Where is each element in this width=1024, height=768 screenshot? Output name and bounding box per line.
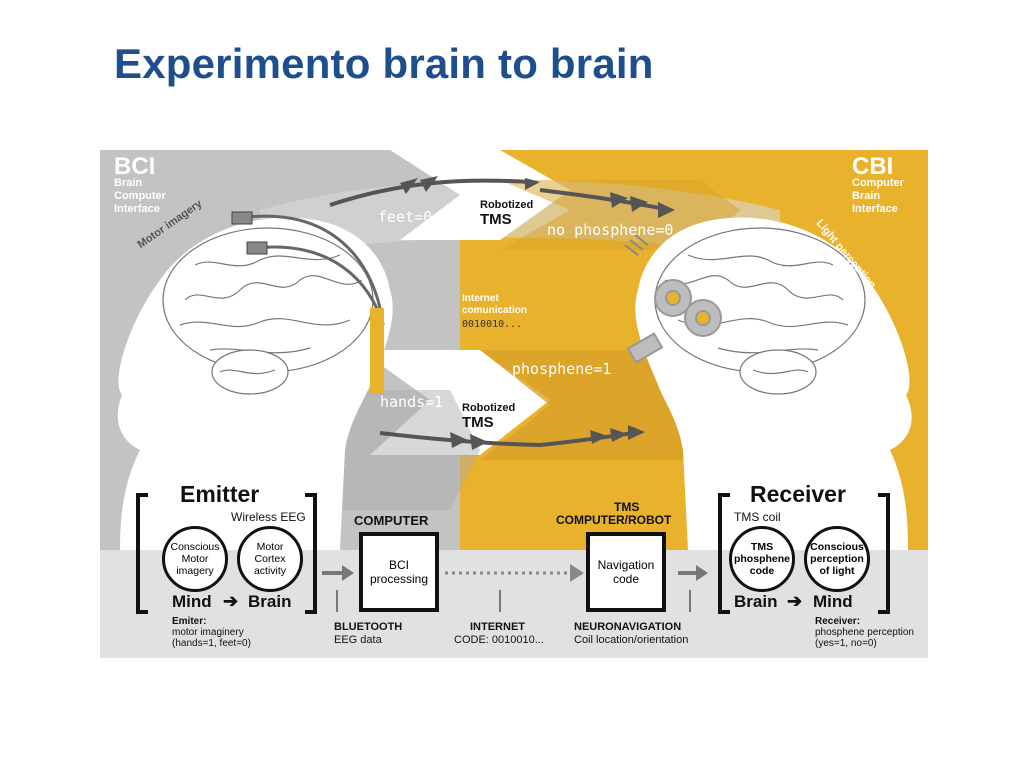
bci-processing-box: BCI processing — [359, 532, 439, 612]
internet-code: 0010010... — [462, 319, 523, 330]
receiver-bracket-right — [878, 493, 890, 614]
internet-label-2: comunication — [462, 305, 528, 316]
emitter-heading: Emitter — [180, 481, 260, 507]
emitter-bracket-right — [305, 493, 317, 614]
motor-cortex-activity-circle: Motor Cortex activity — [237, 526, 303, 592]
brain-to-brain-diagram: BCI Brain Computer Interface Motor image… — [100, 150, 928, 658]
light-rays — [624, 234, 649, 256]
receiver-caption-1: Receiver: — [815, 616, 861, 627]
tms-heading-2: COMPUTER/ROBOT — [556, 513, 672, 527]
receiver-arrow: ➔ — [787, 591, 803, 611]
internet-code-label: CODE: 0010010... — [454, 634, 544, 646]
robotized-bottom: Robotized — [462, 402, 516, 414]
upper-arrow-line-2 — [539, 188, 671, 212]
receiver-bracket-left — [718, 493, 730, 614]
cbi-line3: Interface — [852, 203, 898, 215]
conscious-perception-circle: Conscious perception of light — [804, 526, 870, 592]
emitter-mind: Mind — [172, 592, 212, 611]
bluetooth-label: BLUETOOTH — [334, 621, 403, 633]
receiver-heading: Receiver — [750, 481, 846, 507]
eeg-sensor-1 — [231, 211, 253, 225]
receiver-caption-2: phosphene perception — [815, 627, 914, 638]
wireless-eeg-label: Wireless EEG — [231, 510, 306, 524]
receiver-brain: Brain — [734, 592, 778, 611]
hands-label: hands=1 — [380, 393, 444, 411]
top-ribbon — [390, 150, 570, 240]
cbi-abbr: CBI — [852, 153, 894, 180]
robotized-top: Robotized — [480, 199, 534, 211]
emitter-caption-2: motor imaginery — [172, 627, 244, 638]
tms-bottom: TMS — [462, 414, 494, 431]
emitter-caption-1: Emiter: — [172, 616, 207, 627]
tms-coil-label: TMS coil — [734, 510, 781, 524]
slide-title: Experimento brain to brain — [114, 40, 654, 87]
receiver-mind: Mind — [813, 592, 853, 611]
internet-label-1: Internet — [462, 293, 499, 304]
eeg-data-label: EEG data — [334, 634, 382, 646]
no-phosphene-label: no phosphene=0 — [547, 221, 674, 239]
bci-line3: Interface — [114, 203, 160, 215]
emitter-caption-3: (hands=1, feet=0) — [172, 638, 251, 649]
bci-line1: Brain — [114, 177, 143, 189]
computer-heading: COMPUTER — [354, 513, 429, 528]
bci-abbr: BCI — [114, 153, 156, 180]
receiver-caption-3: (yes=1, no=0) — [815, 638, 877, 649]
navigation-code-box: Navigation code — [586, 532, 666, 612]
eeg-sensor-2 — [246, 241, 268, 255]
bottom-ribbon — [360, 350, 550, 455]
phosphene-label: phosphene=1 — [512, 360, 612, 378]
conscious-motor-imagery-circle: Conscious Motor imagery — [162, 526, 228, 592]
emitter-arrow: ➔ — [223, 591, 239, 611]
cbi-line1: Computer — [852, 177, 904, 189]
tms-top: TMS — [480, 211, 512, 228]
coil-location-label: Coil location/orientation — [574, 634, 689, 646]
feet-label: feet=0 — [378, 208, 433, 226]
tms-heading-1: TMS — [614, 500, 640, 514]
internet-bottom-label: INTERNET — [470, 621, 525, 633]
cbi-line2: Brain — [852, 190, 881, 202]
diagram-artwork — [100, 150, 928, 658]
wireless-module — [370, 308, 384, 394]
emitter-brain: Brain — [248, 592, 292, 611]
neuronavigation-label: NEURONAVIGATION — [574, 621, 682, 633]
tms-phosphene-code-circle: TMS phosphene code — [729, 526, 795, 592]
lower-arrow-line-2 — [539, 430, 641, 447]
bci-line2: Computer — [114, 190, 166, 202]
tms-coil-graphic — [626, 279, 722, 364]
eeg-cable — [239, 214, 385, 326]
emitter-bracket-left — [136, 493, 148, 614]
